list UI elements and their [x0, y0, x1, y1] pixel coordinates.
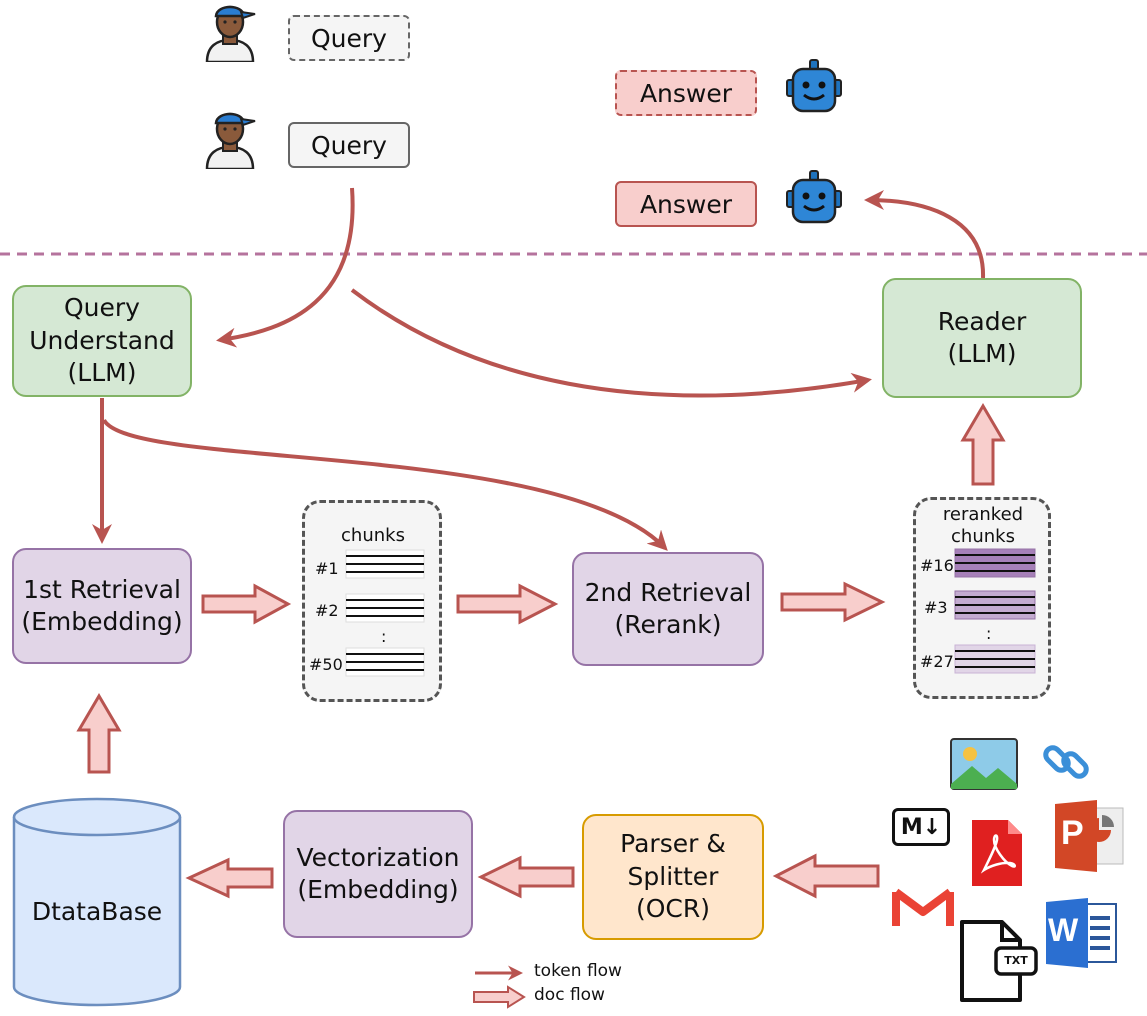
database-node: DtataBase [12, 797, 182, 1007]
chunks-box: chunks #1 #2 : #50 [302, 500, 442, 702]
doc-arrow-parser-to-vector [477, 855, 575, 899]
vectorization-node: Vectorization (Embedding) [283, 810, 473, 938]
reranked-chunks-box: reranked chunks #16 #3 : #27 [913, 497, 1051, 699]
powerpoint-icon-letter: P [1061, 814, 1084, 852]
doc-arrow-reranked-to-reader [960, 403, 1006, 486]
arrow-understand-to-2nd [102, 418, 668, 551]
robot-icon [786, 170, 842, 224]
query-label-2: Query [311, 130, 387, 160]
answer-box-dashed: Answer [615, 70, 757, 116]
second-retrieval-node: 2nd Retrieval (Rerank) [572, 552, 764, 666]
user-icon [205, 112, 256, 171]
chunk-label-3: #50 [309, 655, 343, 674]
reranked-title: reranked chunks [942, 504, 1024, 547]
reranked-lines [954, 548, 1036, 674]
database-label: DtataBase [31, 897, 163, 926]
user-avatar-1 [203, 0, 257, 64]
arrow-query-to-understand [216, 187, 355, 348]
doc-arrow-vector-to-db [185, 857, 274, 899]
user-icon [205, 5, 256, 64]
legend-token-flow-label: token flow [534, 961, 622, 981]
query-understand-node: Query Understand (LLM) [12, 285, 192, 397]
markdown-icon-label: M↓ [900, 814, 942, 840]
answer-label-2: Answer [639, 189, 733, 219]
reranked-label-3: #27 [920, 652, 954, 671]
arrow-reader-to-answer [864, 190, 986, 279]
arrow-query-to-reader [350, 288, 872, 398]
parser-node: Parser & Splitter (OCR) [582, 814, 764, 940]
pdf-icon [970, 818, 1024, 892]
reranked-label-1: #16 [920, 556, 954, 575]
markdown-icon: M↓ [892, 808, 950, 846]
doc-arrow-docs-to-parser [772, 853, 880, 899]
chunk-label-1: #1 [315, 559, 339, 578]
answer-label-1: Answer [639, 78, 733, 108]
word-icon: W [1044, 898, 1118, 972]
robot-icon [786, 59, 842, 113]
robot-avatar-2 [785, 169, 843, 227]
doc-arrow-1st-to-chunks [201, 583, 292, 625]
chunk-label-2: #2 [315, 601, 339, 620]
chunk-lines [345, 549, 425, 677]
reranked-label-2: #3 [924, 598, 948, 617]
query-box-solid: Query [288, 122, 410, 168]
txt-file-label: TXT [1004, 954, 1028, 967]
gmail-icon [892, 884, 954, 934]
image-file-icon [950, 738, 1018, 794]
reranked-ellipsis: : [986, 624, 992, 643]
database-cylinder-icon [12, 797, 182, 1007]
word-icon-letter: W [1048, 912, 1079, 948]
query-box-dashed: Query [288, 15, 410, 61]
answer-box-solid: Answer [615, 181, 757, 227]
link-icon [1040, 736, 1092, 792]
robot-avatar-1 [785, 58, 843, 116]
doc-arrow-chunks-to-2nd [456, 583, 559, 625]
query-label-1: Query [311, 23, 387, 53]
powerpoint-icon: P [1053, 800, 1127, 876]
reader-node: Reader (LLM) [882, 278, 1082, 398]
doc-arrow-2nd-to-reranked [780, 581, 886, 623]
user-avatar-2 [203, 107, 257, 171]
legend-doc-arrow [473, 985, 526, 1009]
first-retrieval-node: 1st Retrieval (Embedding) [12, 548, 192, 664]
chunk-ellipsis: : [381, 627, 387, 646]
txt-file-icon: TXT [958, 918, 1038, 1008]
chunks-title: chunks [341, 525, 405, 546]
doc-arrow-db-to-1st [76, 693, 122, 774]
legend-doc-flow-label: doc flow [534, 985, 605, 1005]
